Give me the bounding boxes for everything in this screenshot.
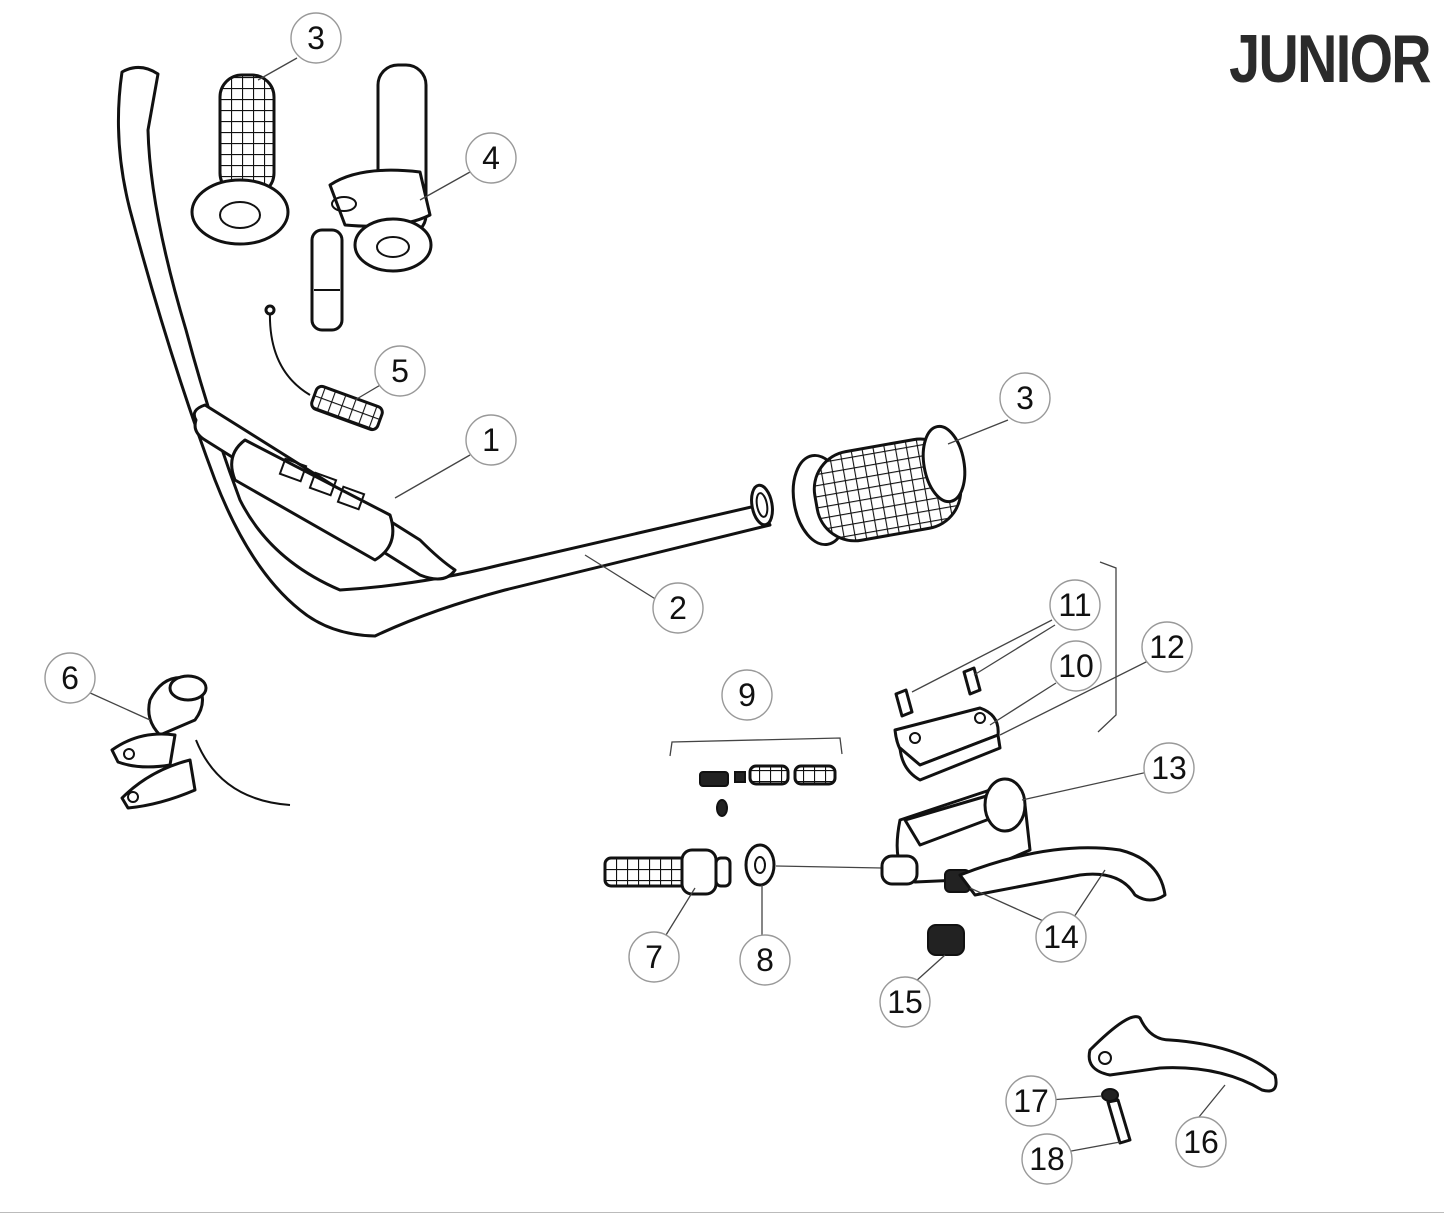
callout-14-lever: 14 <box>1035 911 1087 963</box>
callout-3-grip-left: 3 <box>290 12 342 64</box>
cable-end <box>264 304 384 432</box>
callout-1-pad: 1 <box>465 414 517 466</box>
lever-pivot-bolt <box>1101 1088 1132 1145</box>
svg-text:1: 1 <box>482 422 500 458</box>
callout-17-pivot: 17 <box>1005 1075 1057 1127</box>
svg-text:3: 3 <box>1016 380 1034 416</box>
callout-15-nut: 15 <box>879 976 931 1028</box>
bottom-divider <box>0 1212 1444 1213</box>
svg-text:11: 11 <box>1058 587 1091 623</box>
group-bracket <box>1097 561 1117 733</box>
svg-text:10: 10 <box>1058 648 1094 684</box>
svg-text:5: 5 <box>391 353 409 389</box>
lever-nut <box>927 924 965 956</box>
callout-6-clamp: 6 <box>44 652 96 704</box>
bar-pad <box>192 403 457 581</box>
svg-text:3: 3 <box>307 20 325 56</box>
master-cylinder <box>880 777 1167 902</box>
svg-text:17: 17 <box>1013 1083 1049 1119</box>
spare-lever <box>1087 1015 1278 1093</box>
right-grip <box>791 424 967 547</box>
svg-text:6: 6 <box>61 660 79 696</box>
callout-3-grip-right: 3 <box>999 372 1051 424</box>
svg-text:18: 18 <box>1029 1141 1065 1177</box>
cable-clamp <box>110 674 291 810</box>
svg-text:12: 12 <box>1149 629 1185 665</box>
callout-12-group: 12 <box>1141 621 1193 673</box>
callout-7-adjuster: 7 <box>628 931 680 983</box>
reservoir-cover <box>893 706 1002 782</box>
svg-text:8: 8 <box>756 942 774 978</box>
svg-text:15: 15 <box>887 984 923 1020</box>
callout-10-cover: 10 <box>1050 640 1102 692</box>
svg-text:13: 13 <box>1151 750 1187 786</box>
cover-screws <box>894 666 982 718</box>
callout-2-handlebar: 2 <box>652 582 704 634</box>
svg-text:14: 14 <box>1043 919 1079 955</box>
callout-5-cable: 5 <box>374 345 426 397</box>
callout-8-washer: 8 <box>739 934 791 986</box>
callout-18-bolt: 18 <box>1021 1133 1073 1185</box>
handlebar <box>116 66 774 638</box>
svg-text:2: 2 <box>669 590 687 626</box>
svg-text:4: 4 <box>482 140 500 176</box>
callout-16-spare-lever: 16 <box>1175 1116 1227 1168</box>
callout-11-screws: 11 <box>1049 579 1101 631</box>
svg-text:7: 7 <box>645 939 663 975</box>
callout-13-master-cylinder: 13 <box>1143 742 1195 794</box>
callout-9-adjuster-kit: 9 <box>721 669 773 721</box>
svg-text:9: 9 <box>738 677 756 713</box>
adjuster-screw <box>603 848 732 896</box>
diagram-title: JUNIOR <box>1229 21 1431 97</box>
adjuster-kit <box>669 737 843 817</box>
washer <box>744 843 883 887</box>
leader-lines <box>87 57 1226 1153</box>
svg-text:16: 16 <box>1183 1124 1219 1160</box>
throttle-assembly <box>310 63 433 332</box>
left-grip <box>190 73 290 246</box>
callout-4-throttle: 4 <box>465 132 517 184</box>
